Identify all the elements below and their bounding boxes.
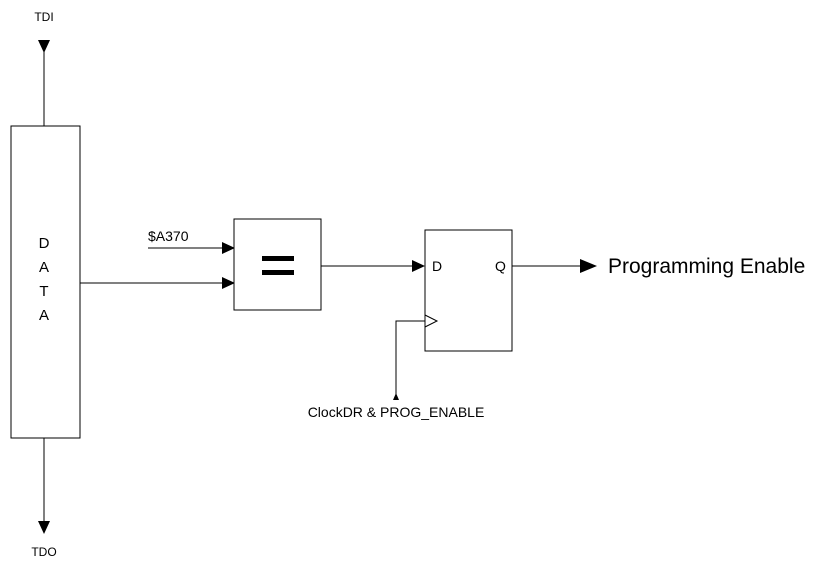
flipflop-d-label: D (432, 258, 442, 274)
tdo-label: TDO (31, 545, 56, 559)
data-arrow-icon (222, 277, 235, 289)
flipflop-q-label: Q (495, 258, 506, 274)
clock-arrow-icon (393, 393, 399, 400)
flipflop-box (424, 229, 513, 352)
clock-label: ClockDR & PROG_ENABLE (308, 404, 485, 420)
d-input-arrow-icon (412, 260, 425, 272)
tdo-arrow-icon (38, 521, 50, 534)
tdi-arrow-icon (38, 40, 50, 53)
data-register-letter-a2: A (39, 307, 49, 324)
equals-icon (262, 256, 294, 275)
comparator-box (233, 218, 322, 311)
data-register-box (10, 125, 81, 439)
tdi-label: TDI (34, 10, 53, 24)
constant-label: $A370 (148, 228, 189, 244)
clock-wire (395, 320, 425, 398)
data-register-letter-t: T (39, 283, 48, 300)
output-arrow-icon (580, 259, 597, 273)
data-register-letter-a1: A (39, 259, 49, 276)
constant-arrow-icon (222, 242, 235, 254)
data-register-letter-d: D (39, 235, 50, 252)
clock-triangle-icon (424, 314, 439, 328)
output-label: Programming Enable (608, 255, 805, 278)
